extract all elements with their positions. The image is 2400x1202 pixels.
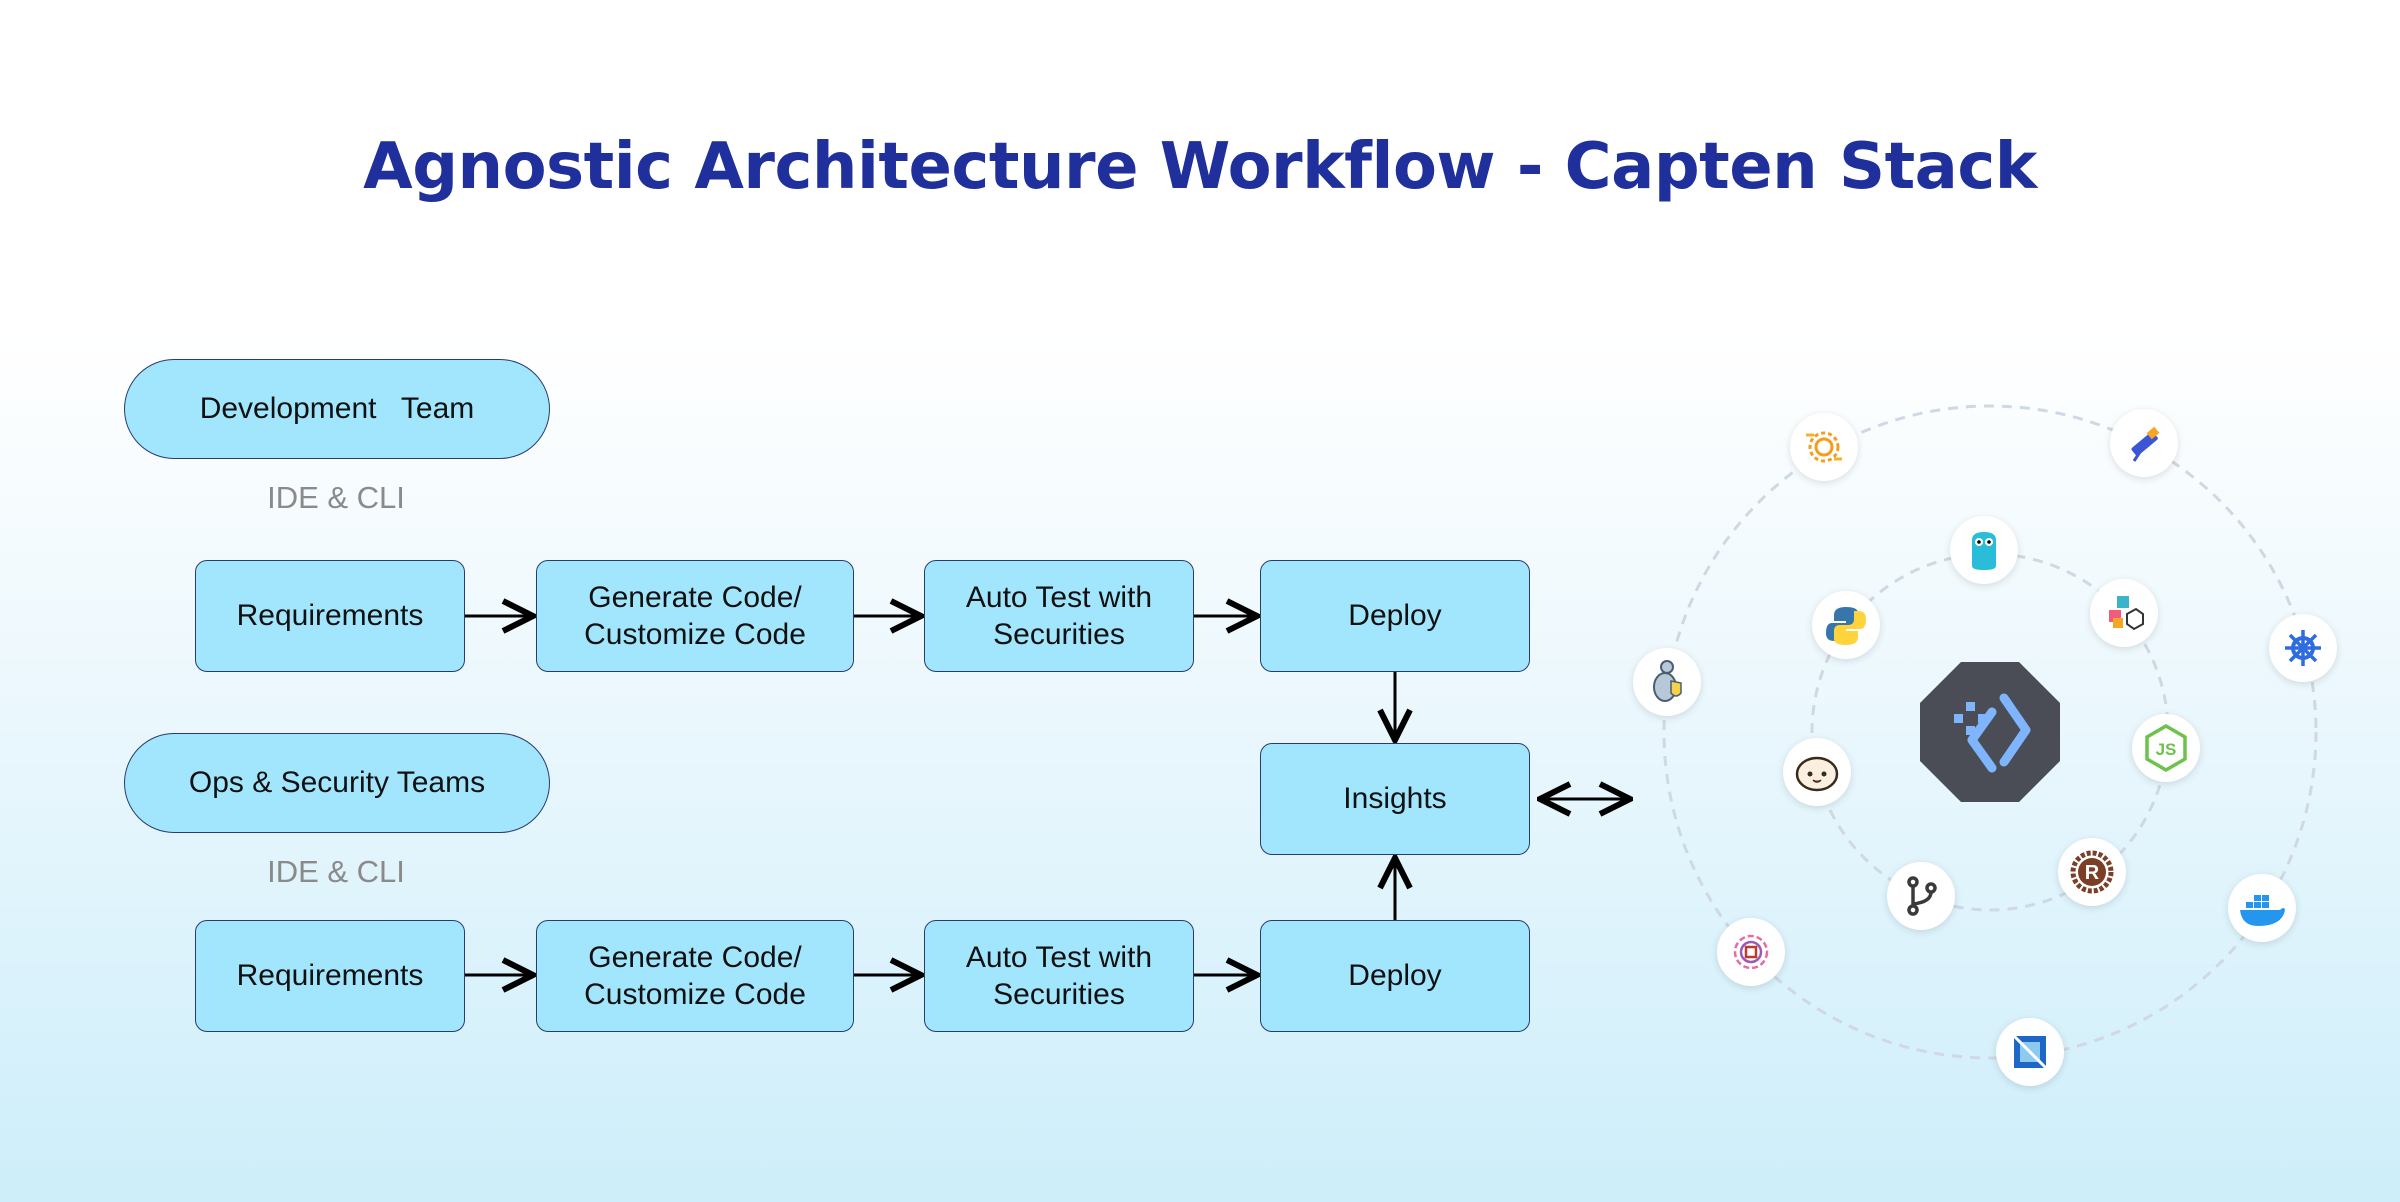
ops-deploy-label: Deploy [1348,959,1442,993]
svg-text:R: R [2085,862,2100,884]
git-branch-icon [1887,862,1955,930]
dev-deploy-box: Deploy [1260,560,1530,672]
dev-generate-line1: Generate Code/ [588,580,802,614]
ops-auto-test-box: Auto Test with Securities [924,920,1194,1032]
ops-generate-line1: Generate Code/ [588,940,802,974]
bun-icon [1783,738,1851,806]
telescope-icon [2110,409,2178,477]
go-gopher-icon [1950,516,2018,584]
outer-orbit-ring [1662,404,2318,1060]
dev-auto-test-box: Auto Test with Securities [924,560,1194,672]
docker-icon [2228,874,2296,942]
development-team-pill: Development Team [124,359,550,459]
argo-gear-icon [1790,413,1858,481]
cncf-icon [1996,1018,2064,1086]
python-icon [1812,591,1880,659]
dev-requirements-box: Requirements [195,560,465,672]
ops-security-team-label: Ops & Security Teams [188,766,486,799]
ops-generate-code-box: Generate Code/ Customize Code [536,920,854,1032]
ops-requirements-label: Requirements [236,959,424,993]
dev-generate-line2: Customize Code [584,618,806,651]
svg-text:JS: JS [2156,740,2177,759]
nodejs-icon: JS [2132,714,2200,782]
capten-logo-icon [1920,662,2060,802]
insights-label: Insights [1343,782,1447,816]
dev-deploy-label: Deploy [1348,599,1442,633]
page-title: Agnostic Architecture Workflow - Capten … [363,130,2037,204]
kubernetes-icon [2269,614,2337,682]
boxes-icon [2090,579,2158,647]
prometheus-spiral-icon [1717,918,1785,986]
dev-test-line1: Auto Test with [965,580,1153,614]
dev-channel-label: IDE & CLI [267,480,405,515]
dodo-security-icon [1633,648,1701,716]
ops-deploy-box: Deploy [1260,920,1530,1032]
dev-requirements-label: Requirements [236,599,424,633]
dev-test-line2: Securities [993,618,1125,651]
ops-channel-label: IDE & CLI [267,854,405,889]
ops-requirements-box: Requirements [195,920,465,1032]
development-team-label: Development Team [199,392,475,425]
ops-security-team-pill: Ops & Security Teams [124,733,550,833]
rust-icon: R [2058,838,2126,906]
ops-test-line1: Auto Test with [965,940,1153,974]
dev-generate-code-box: Generate Code/ Customize Code [536,560,854,672]
insights-box: Insights [1260,743,1530,855]
ops-test-line2: Securities [993,978,1125,1011]
ops-generate-line2: Customize Code [584,978,806,1011]
